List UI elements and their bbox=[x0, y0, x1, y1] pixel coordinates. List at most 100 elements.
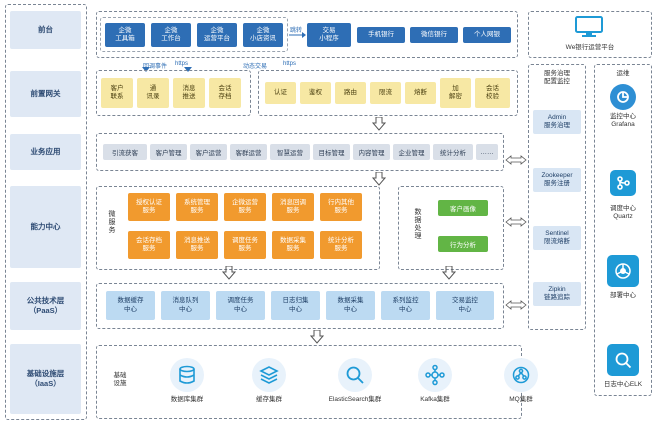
gateway-session-verify: 会话 校验 bbox=[475, 78, 510, 108]
trade-miniapp: 交易 小程序 bbox=[307, 23, 351, 47]
gov-zipkin: Zipkin 链路追踪 bbox=[533, 282, 581, 306]
svc-scheduler: 调度任务 服务 bbox=[224, 231, 266, 259]
wecom-shop-news: 企微 小店资讯 bbox=[243, 23, 283, 47]
redirect-arrow bbox=[289, 32, 306, 38]
wecom-ops-platform: 企微 运营平台 bbox=[197, 23, 237, 47]
biz-customer-ops: 客户运营 bbox=[190, 144, 227, 160]
mobile-bank: 手机银行 bbox=[357, 27, 405, 43]
callback-label: 回调事件 bbox=[143, 64, 168, 70]
log-icon bbox=[607, 344, 639, 376]
biz-statistics: 统计分析 bbox=[433, 144, 473, 160]
layer-business: 业务应用 bbox=[10, 134, 81, 170]
svc-message-callback: 消息回调 服务 bbox=[272, 193, 314, 221]
gateway-routing: 路由 bbox=[335, 82, 366, 104]
deploy-icon bbox=[607, 255, 639, 287]
grafana-icon bbox=[610, 84, 636, 110]
layer-frontend: 前台 bbox=[10, 11, 81, 49]
down-arrow-5 bbox=[310, 330, 324, 344]
paas-monitor-center: 系列监控 中心 bbox=[381, 291, 430, 320]
paas-mq-center: 消息队列 中心 bbox=[161, 291, 210, 320]
biz-enterprise-mgmt: 企业管理 bbox=[393, 144, 430, 160]
deploy-label: 部署中心 bbox=[610, 292, 636, 299]
gateway-rate-limit: 限流 bbox=[370, 82, 401, 104]
gateway-encrypt: 加 解密 bbox=[440, 78, 471, 108]
paas-trade-monitor: 交易监控 中心 bbox=[436, 291, 494, 320]
svc-system-mgmt: 系统管理 服务 bbox=[176, 193, 218, 221]
database-icon bbox=[170, 358, 204, 392]
ops-title: 运维 bbox=[616, 70, 630, 77]
gateway-address-book: 通 讯录 bbox=[137, 78, 169, 108]
down-arrow-4 bbox=[442, 266, 456, 280]
mq-label: MQ集群 bbox=[509, 396, 533, 403]
biz-target-mgmt: 目标管理 bbox=[313, 144, 350, 160]
biz-content-mgmt: 内容管理 bbox=[353, 144, 390, 160]
ops-panel bbox=[594, 64, 652, 396]
kafka-icon bbox=[418, 358, 452, 392]
business-panel bbox=[96, 133, 504, 171]
platform-panel bbox=[528, 11, 652, 58]
mq-icon bbox=[504, 358, 538, 392]
platform-label: We银行运营平台 bbox=[565, 44, 615, 51]
frontend-panel bbox=[96, 11, 518, 58]
layer-capability: 能力中心 bbox=[10, 186, 81, 268]
log-label: 日志中心ELK bbox=[603, 381, 643, 388]
biz-group-ops: 客群运营 bbox=[230, 144, 267, 160]
svc-data-collect: 数据采集 服务 bbox=[272, 231, 314, 259]
svc-auth: 授权认证 服务 bbox=[128, 193, 170, 221]
infra-label: 基础 设施 bbox=[113, 372, 127, 388]
biz-more: …… bbox=[476, 144, 498, 160]
layer-column bbox=[5, 4, 87, 420]
microservice-panel bbox=[96, 186, 380, 270]
biz-gov-arrow bbox=[505, 155, 527, 165]
callback-arrows bbox=[142, 67, 192, 72]
gov-admin: Admin 服务治理 bbox=[533, 110, 581, 134]
redirect-label: 跳转 bbox=[290, 28, 303, 34]
paas-collect-center: 数据采集 中心 bbox=[326, 291, 375, 320]
iaas-panel bbox=[96, 345, 522, 419]
microservice-label: 微服务 bbox=[108, 210, 115, 234]
down-arrow-3 bbox=[222, 266, 236, 280]
wecom-apps-group bbox=[100, 17, 288, 52]
personal-ebank: 个人网银 bbox=[463, 27, 511, 43]
cap-gov-arrow bbox=[505, 217, 527, 227]
gov-zookeeper: Zookeeper 服务注册 bbox=[533, 168, 581, 192]
down-arrow-1 bbox=[372, 117, 386, 131]
wecom-workbench: 企微 工作台 bbox=[151, 23, 191, 47]
wecom-toolbox: 企微 工具箱 bbox=[105, 23, 145, 47]
gateway-customer-contact: 客户 联系 bbox=[101, 78, 133, 108]
database-label: 数据库集群 bbox=[170, 396, 204, 403]
wechat-bank: 微信银行 bbox=[410, 27, 458, 43]
elasticsearch-label: ElasticSearch集群 bbox=[328, 396, 382, 403]
paas-log-center: 日志归集 中心 bbox=[271, 291, 320, 320]
svc-other: 行内其他 服务 bbox=[320, 193, 362, 221]
gateway-left-panel bbox=[96, 70, 251, 116]
behavior-analysis: 行为分析 bbox=[438, 236, 488, 252]
customer-portrait: 客户画像 bbox=[438, 200, 488, 216]
elasticsearch-icon bbox=[338, 358, 372, 392]
layer-iaas: 基础设施层 （IaaS） bbox=[10, 344, 81, 414]
paas-cache-center: 数据缓存 中心 bbox=[106, 291, 155, 320]
down-arrow-2 bbox=[372, 172, 386, 186]
quartz-icon bbox=[610, 170, 636, 196]
https-label-1: https bbox=[175, 61, 189, 67]
monitor-icon bbox=[575, 16, 603, 37]
biz-traffic-acquisition: 引流获客 bbox=[103, 144, 147, 160]
layer-gateway: 前置网关 bbox=[10, 71, 81, 117]
data-processing-panel bbox=[398, 186, 504, 270]
gateway-circuit-break: 熔断 bbox=[405, 82, 436, 104]
svc-wecom-ops: 企微运营 服务 bbox=[224, 193, 266, 221]
governance-panel bbox=[528, 64, 586, 330]
gateway-auth: 认证 bbox=[265, 82, 296, 104]
layer-paas: 公共技术层 （PaaS） bbox=[10, 282, 81, 330]
gateway-message-push: 消息 推送 bbox=[173, 78, 205, 108]
governance-title: 服务治理 配置监控 bbox=[544, 70, 570, 86]
kafka-label: Kafka集群 bbox=[420, 396, 450, 403]
biz-smart-ops: 智慧运营 bbox=[270, 144, 310, 160]
dynamic-trade-label: 动态交易 bbox=[243, 64, 268, 70]
paas-gov-arrow bbox=[505, 300, 527, 310]
data-processing-label: 数据处理 bbox=[414, 208, 421, 240]
svc-statistics: 统计分析 服务 bbox=[320, 231, 362, 259]
grafana-label: 监控中心 Grafana bbox=[610, 113, 636, 129]
https-label-2: https bbox=[283, 61, 297, 67]
cache-icon bbox=[252, 358, 286, 392]
